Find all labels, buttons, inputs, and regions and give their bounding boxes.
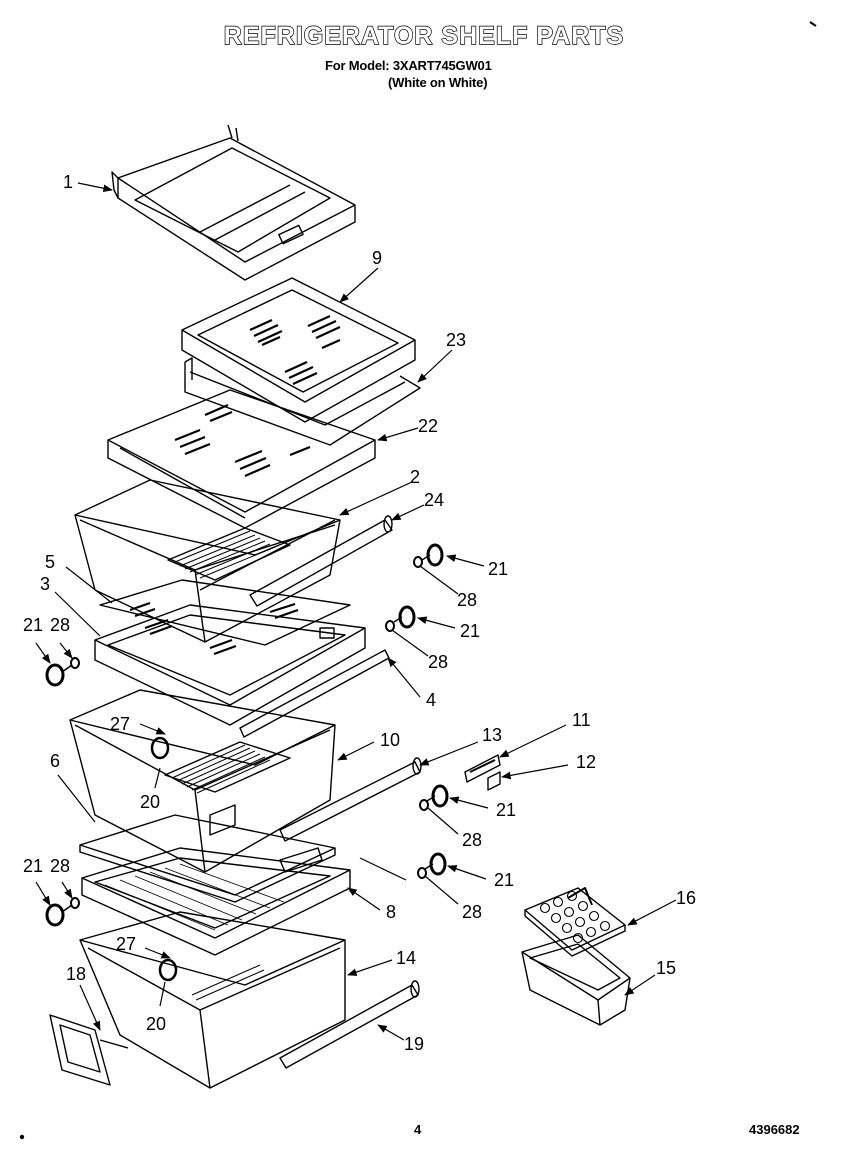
document-code: 4396682 [749,1122,800,1137]
callout-28c: 28 [50,615,70,635]
part-8-cover-frame [81,847,351,956]
callout-21d: 21 [496,800,516,820]
callout-21a: 21 [488,559,508,579]
part-16-egg-tray [524,887,626,957]
part-23-shelf-support [184,357,421,446]
part-5-cover-glass [99,579,351,656]
part-24-rail [249,515,393,607]
callout-8: 8 [386,902,396,922]
part-1-shelf-frame [111,124,356,281]
roller-upper-1 [413,543,444,568]
callout-23: 23 [446,330,466,350]
callout-19: 19 [404,1034,424,1054]
corner-mark [809,21,817,27]
callout-1: 1 [63,172,73,192]
roller-mid-2 [417,852,447,879]
part-15-bin [521,934,631,1026]
callout-16: 16 [676,888,696,908]
callout-28d: 28 [462,830,482,850]
callout-21b: 21 [460,621,480,641]
callout-21c: 21 [23,615,43,635]
part-12-pin [487,771,501,791]
part-18-label-card [49,1014,129,1086]
callout-3: 3 [40,574,50,594]
callout-21e: 21 [494,870,514,890]
part-19-rail [279,980,420,1069]
callout-18: 18 [66,964,86,984]
callout-6: 6 [50,751,60,771]
callout-28a: 28 [457,590,477,610]
page-number: 4 [414,1122,422,1137]
callout-11: 11 [572,710,591,730]
callout-12: 12 [576,752,596,772]
callout-2: 2 [410,467,420,487]
callout-labels: 1 9 23 22 2 24 21 28 5 3 21 28 21 28 4 2… [23,172,696,1054]
callout-10: 10 [380,730,400,750]
part-4-rail [239,649,390,738]
part-13-rail [279,757,422,842]
callout-27b: 27 [116,934,136,954]
part-9-glass-shelf [181,277,416,423]
callout-28b: 28 [428,652,448,672]
callout-27a: 27 [110,714,130,734]
model-line: For Model: 3XART745GW01 [325,58,492,73]
roller-upper-2 [385,605,416,632]
callout-28f: 28 [50,856,70,876]
callout-28e: 28 [462,902,482,922]
roller-left-2 [45,897,80,927]
part-14-bottom-drawer [79,911,346,1089]
part-10-crisper-drawer [69,689,336,873]
callout-22: 22 [418,416,438,436]
roller-mid-1 [419,784,449,811]
callout-13: 13 [482,725,502,745]
callout-20b: 20 [146,1014,166,1034]
part-6-cover-glass [79,814,336,903]
finish-line: (White on White) [388,75,488,90]
callout-21f: 21 [23,856,43,876]
callout-24: 24 [424,490,444,510]
part-3-cover-frame [94,604,366,726]
callout-4: 4 [426,690,436,710]
callout-20a: 20 [140,792,160,812]
part-11-clip [464,754,501,783]
leader-lines [35,182,677,1041]
callout-9: 9 [372,248,382,268]
roller-left-1 [45,657,80,687]
corner-dot [19,1134,25,1140]
callout-14: 14 [396,948,416,968]
callout-5: 5 [45,552,55,572]
part-22-glass-shelf [107,389,376,529]
page-title: REFRIGERATOR SHELF PARTS [223,21,625,50]
callout-15: 15 [656,958,676,978]
